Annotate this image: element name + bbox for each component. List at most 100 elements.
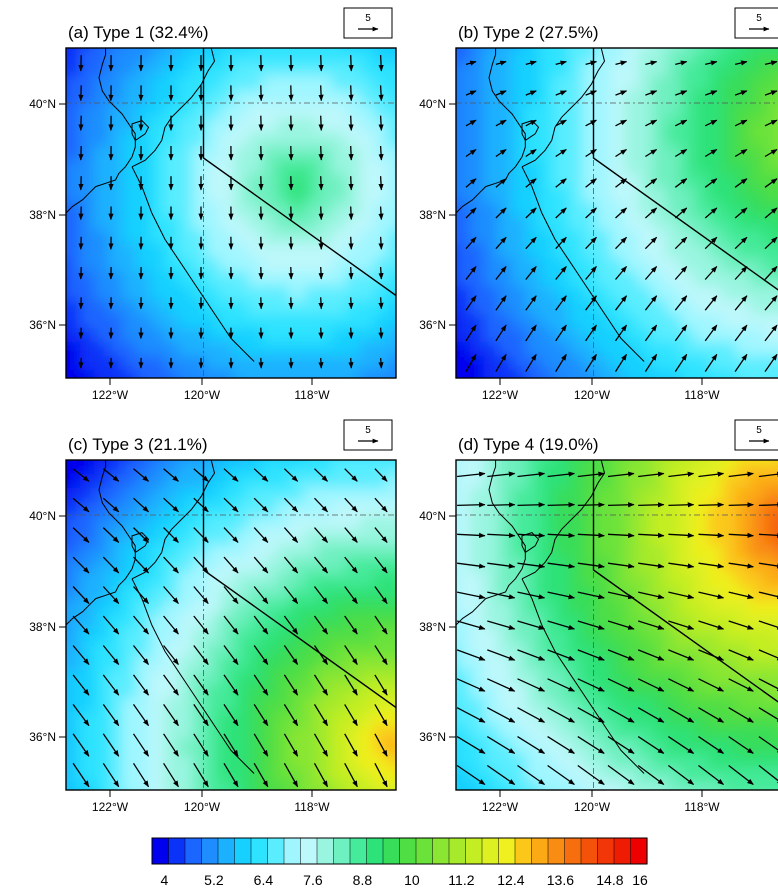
wind-vector — [607, 764, 635, 786]
field-cell — [750, 726, 765, 741]
field-cell — [388, 76, 396, 91]
field-cell — [206, 740, 221, 755]
field-cell — [428, 160, 443, 175]
field-cell — [638, 300, 653, 315]
field-cell — [38, 398, 53, 413]
field-cell — [374, 740, 389, 755]
wind-vector — [638, 532, 665, 538]
field-cell — [736, 286, 751, 301]
field-cell — [652, 516, 667, 531]
field-cell — [554, 460, 569, 475]
field-cell — [764, 328, 778, 343]
field-cell — [416, 118, 431, 133]
field-cell — [206, 90, 221, 105]
field-cell — [304, 656, 319, 671]
field-cell — [388, 782, 396, 790]
field-cell — [66, 132, 67, 147]
field-cell — [38, 810, 53, 825]
wind-vector — [615, 60, 628, 66]
field-cell — [220, 796, 235, 811]
wind-vector — [525, 353, 537, 372]
field-cell — [610, 600, 625, 615]
field-cell — [374, 642, 389, 657]
field-cell — [428, 132, 443, 147]
field-cell — [750, 244, 765, 259]
field-cell — [456, 558, 471, 573]
field-cell — [122, 272, 137, 287]
field-cell — [428, 754, 443, 769]
panel-d-xtick: 118°W — [684, 800, 720, 814]
field-cell — [318, 342, 333, 357]
field-cell — [680, 230, 695, 245]
field-cell — [652, 432, 667, 447]
field-cell — [332, 188, 347, 203]
wind-vector — [668, 591, 695, 600]
field-cell — [262, 272, 277, 287]
panel-c-axes: 122°W 120°W 118°W 36°N 38°N 40°N — [29, 509, 330, 814]
field-cell — [624, 782, 639, 790]
field-cell — [360, 258, 375, 273]
field-cell — [402, 230, 417, 245]
colorbar-tick-label: 8.8 — [353, 872, 373, 888]
field-cell — [666, 432, 681, 447]
field-cell — [66, 314, 81, 329]
colorbar-swatch — [531, 838, 549, 864]
field-cell — [360, 740, 375, 755]
field-cell — [428, 768, 443, 783]
field-cell — [94, 740, 109, 755]
field-cell — [638, 642, 653, 657]
colorbar-swatch — [251, 838, 269, 864]
field-cell — [680, 20, 695, 35]
field-cell — [164, 104, 179, 119]
field-cell — [456, 174, 457, 189]
field-cell — [416, 446, 431, 461]
field-cell — [624, 300, 639, 315]
panel-a-ref-label: 5 — [365, 13, 371, 24]
field-cell — [66, 530, 67, 545]
wind-vector — [555, 148, 567, 158]
field-cell — [38, 146, 53, 161]
field-cell — [332, 796, 347, 811]
wind-vector — [555, 265, 567, 280]
field-cell — [150, 160, 165, 175]
field-cell — [484, 188, 499, 203]
field-cell — [512, 656, 527, 671]
wind-vector — [675, 60, 688, 66]
field-cell — [694, 230, 709, 245]
field-cell — [332, 104, 347, 119]
field-cell — [220, 104, 235, 119]
wind-vector — [638, 591, 665, 600]
field-cell — [150, 342, 165, 357]
field-cell — [346, 572, 361, 587]
field-cell — [736, 740, 751, 755]
field-cell — [234, 698, 249, 713]
colorbar-tick-label: 4 — [161, 872, 169, 888]
field-cell — [666, 754, 681, 769]
field-cell — [764, 460, 778, 475]
field-cell — [708, 530, 723, 545]
field-cell — [80, 216, 95, 231]
wind-vector — [758, 707, 778, 723]
field-cell — [456, 104, 471, 119]
field-cell — [554, 314, 569, 329]
panel-c-ref-label: 5 — [365, 425, 371, 436]
field-cell — [332, 558, 347, 573]
wind-vector — [456, 649, 486, 661]
field-cell — [568, 104, 583, 119]
field-cell — [708, 628, 723, 643]
field-cell — [38, 272, 53, 287]
field-cell — [708, 48, 723, 49]
wind-vector — [734, 295, 748, 311]
field-cell — [610, 314, 625, 329]
field-cell — [150, 474, 165, 489]
field-cell — [416, 20, 431, 35]
field-cell — [150, 796, 165, 811]
field-cell — [416, 160, 431, 175]
field-cell — [750, 600, 765, 615]
field-cell — [694, 356, 709, 371]
field-cell — [582, 244, 597, 259]
field-cell — [694, 48, 709, 63]
field-cell — [178, 118, 193, 133]
field-cell — [722, 300, 737, 315]
field-cell — [276, 684, 291, 699]
